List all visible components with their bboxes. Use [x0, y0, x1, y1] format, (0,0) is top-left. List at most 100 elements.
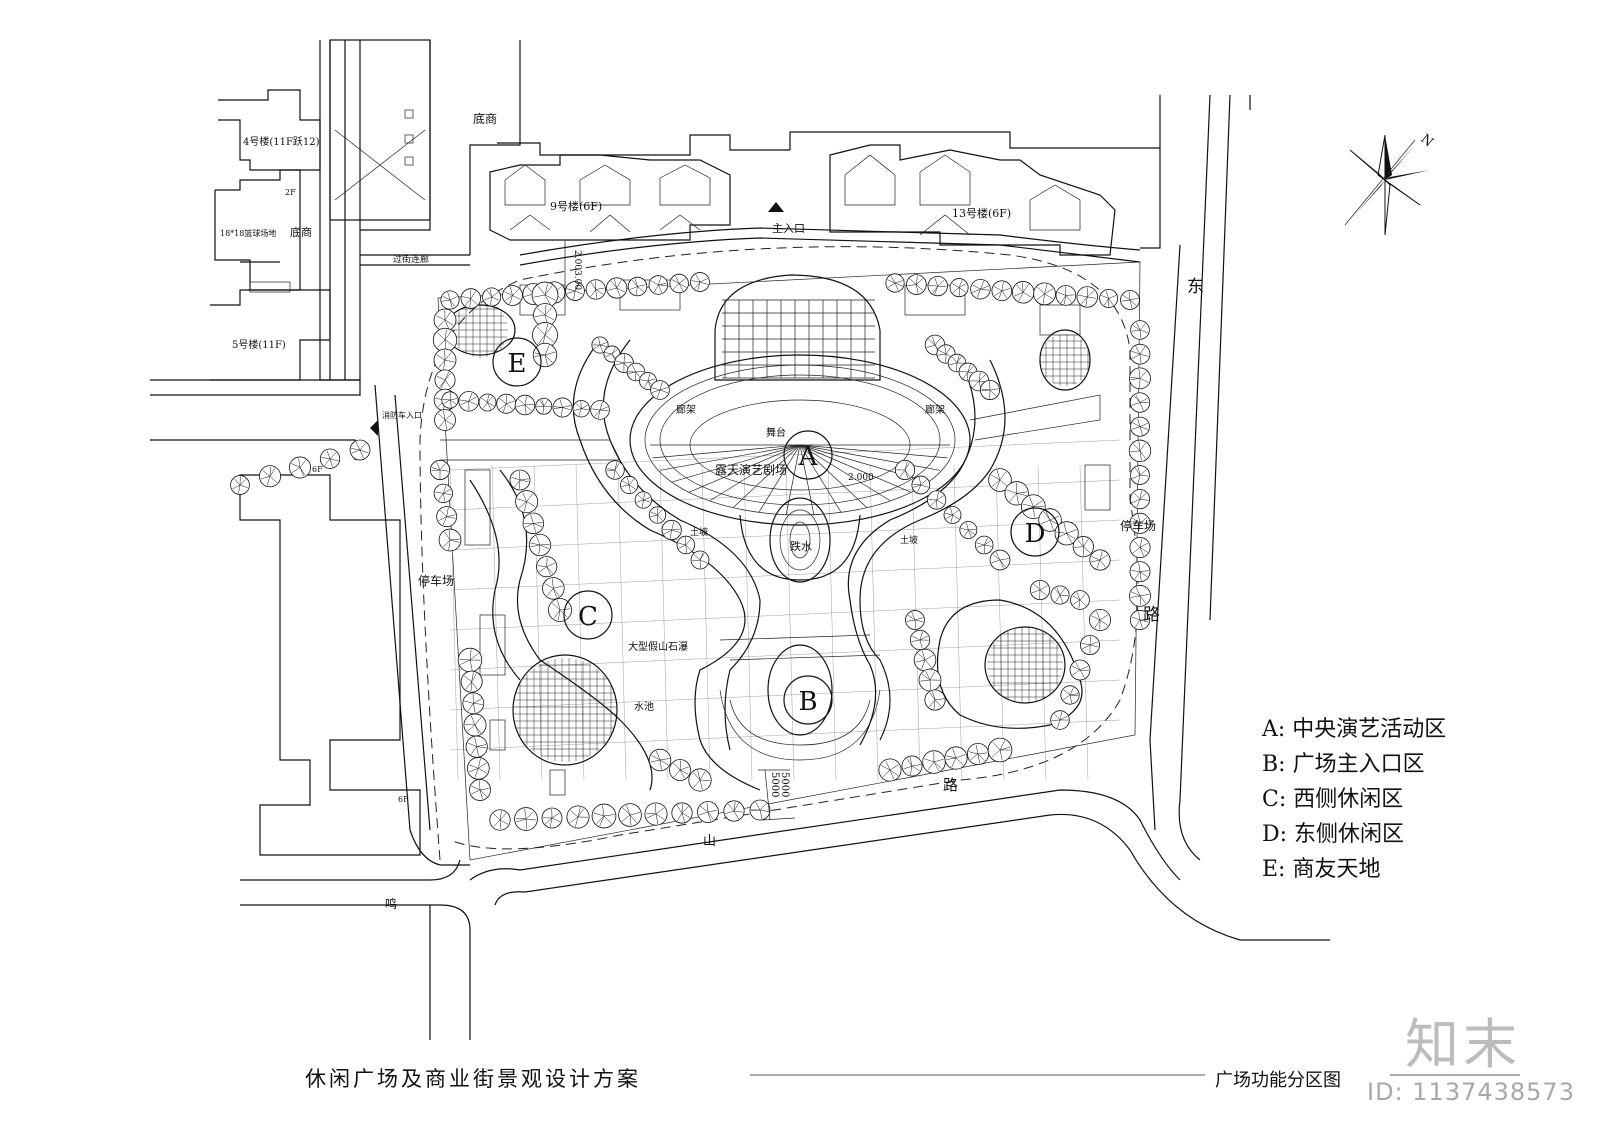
zone-d-label: D	[1025, 519, 1046, 549]
tree-symbol	[465, 735, 488, 758]
north-arrow: N	[1344, 132, 1436, 236]
tree-symbol	[1038, 508, 1062, 532]
label-dim-top-b: 3.00	[572, 270, 582, 290]
fire-entrance-arrow	[370, 420, 378, 436]
curved-walkways	[440, 339, 1101, 791]
zone-markers: A B C D E	[492, 337, 1060, 725]
tree-symbol	[1021, 494, 1046, 519]
tree-symbol	[922, 750, 946, 774]
hatched-areas	[444, 302, 1091, 766]
tree-symbol	[1129, 343, 1151, 365]
tree-symbol	[565, 281, 585, 301]
tree-symbol	[1129, 561, 1151, 583]
label-shop-top: 底商	[473, 111, 497, 126]
tree-symbol	[591, 803, 617, 829]
label-building-9: 9号楼(6F)	[550, 199, 602, 213]
tree-symbol	[590, 400, 610, 420]
tree-symbol	[894, 459, 916, 481]
plan-labels: 底商 底商 4号楼(11F跃12) 5号楼(11F) 9号楼(6F) 13号楼(…	[220, 111, 1204, 911]
tree-symbol	[1129, 512, 1151, 534]
tree-symbol	[1060, 685, 1080, 705]
tree-symbol	[927, 490, 947, 510]
tree-symbol	[536, 556, 558, 578]
entrance-zone	[719, 634, 881, 761]
tree-symbol	[885, 273, 905, 293]
tree-symbol	[467, 757, 490, 780]
watermark-logo: 知末	[1405, 1013, 1521, 1076]
tree-symbol	[1120, 290, 1140, 310]
label-bridge: 过街连廊	[393, 253, 429, 265]
tree-symbol	[432, 327, 458, 353]
tree-symbol	[515, 490, 539, 514]
tree-symbol	[878, 758, 902, 782]
tree-symbol	[669, 759, 691, 781]
tree-symbol	[648, 275, 669, 295]
tree-symbol	[1130, 320, 1150, 340]
label-building-4: 4号楼(11F跃12)	[243, 135, 320, 148]
tree-symbol	[433, 483, 453, 503]
tree-symbol	[627, 276, 648, 297]
theater-seating-grid	[722, 299, 875, 379]
tree-symbol	[489, 809, 511, 831]
label-shop-left: 底商	[290, 225, 312, 239]
zone-legend: A: 中央演艺活动区 B: 广场主入口区 C: 西侧休闲区 D: 东侧休闲区 E…	[1262, 712, 1446, 887]
tree-symbol	[1050, 585, 1070, 605]
tree-symbol	[509, 469, 531, 491]
tree-symbol	[1033, 282, 1056, 306]
dimension-lines	[564, 240, 796, 821]
tree-symbol	[585, 279, 606, 300]
tree-symbol	[514, 394, 536, 416]
zone-b-label: B	[798, 687, 817, 717]
theater-zone	[629, 274, 971, 583]
label-dim-bottom: 5000	[769, 772, 780, 797]
label-mound-east: 土坡	[900, 534, 918, 546]
tree-symbol	[482, 287, 502, 307]
label-theater: 露天演艺剧场	[715, 462, 787, 477]
tree-symbol	[688, 768, 712, 792]
tree-symbol	[618, 803, 642, 827]
drawing-title: 休闲广场及商业街景观设计方案	[305, 1067, 641, 1091]
zone-a-label: A	[798, 442, 819, 472]
tree-symbol	[514, 807, 538, 831]
tree-symbol	[1130, 465, 1150, 485]
label-6f-b: 6F	[398, 795, 409, 804]
label-road-south-2: 山	[703, 834, 716, 849]
label-2f: 2F	[285, 188, 296, 197]
tree-symbol	[572, 400, 590, 418]
tree-symbol	[620, 475, 639, 495]
tree-symbol	[723, 800, 745, 822]
tree-symbol	[542, 577, 565, 600]
zone-e-label: E	[508, 349, 527, 379]
tree-symbol	[1079, 634, 1101, 656]
tree-symbol	[959, 521, 978, 539]
label-fountain: 跌水	[790, 539, 812, 553]
tree-symbol	[605, 460, 625, 480]
label-road-south-1: 路	[943, 776, 958, 794]
tree-symbol	[535, 397, 553, 415]
label-main-entrance: 主入口	[772, 222, 805, 235]
site-boundary	[419, 246, 1141, 861]
tree-symbol	[970, 278, 991, 300]
tree-symbol	[1129, 367, 1151, 390]
legend-item-d: D: 东侧休闲区	[1262, 822, 1405, 847]
tree-symbol	[918, 668, 942, 692]
tree-symbol	[541, 807, 563, 829]
label-fire-entrance: 消防车入口	[382, 410, 422, 420]
tree-symbol	[676, 535, 696, 555]
label-pool: 水池	[634, 700, 654, 713]
tree-symbol	[230, 475, 250, 495]
label-rockery: 大型假山石瀑	[628, 640, 688, 653]
tree-symbol	[440, 290, 460, 310]
tree-symbol	[967, 743, 989, 765]
tree-symbol	[1004, 481, 1029, 506]
main-entrance-arrow	[768, 202, 784, 212]
tree-symbol	[749, 799, 771, 821]
tree-symbol	[441, 391, 459, 409]
tree-symbol	[648, 748, 672, 772]
building-13	[789, 131, 1160, 256]
tree-symbol	[462, 692, 485, 715]
tree-symbol	[1129, 609, 1151, 631]
tree-symbol	[1011, 281, 1035, 304]
label-road-south-3: 鸣	[385, 896, 397, 911]
label-building-5: 5号楼(11F)	[232, 338, 286, 351]
